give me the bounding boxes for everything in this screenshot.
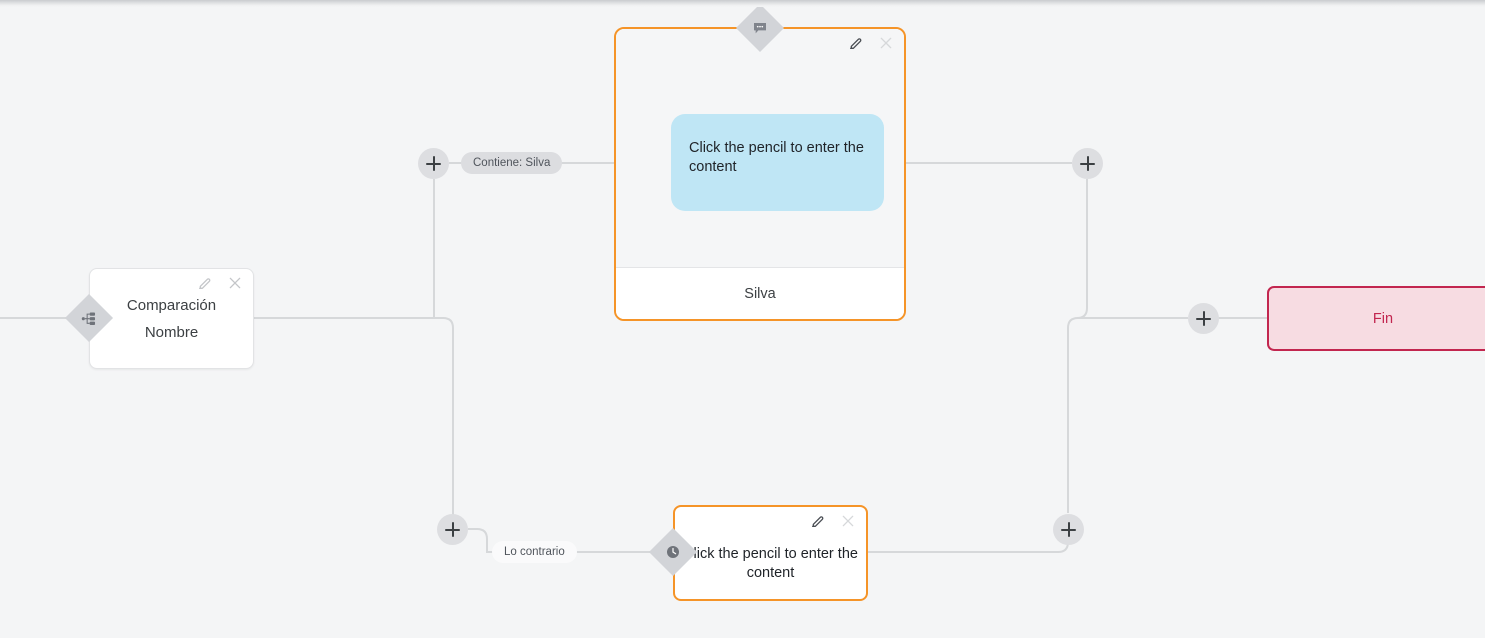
end-node[interactable]: Fin [1267,286,1485,351]
pencil-icon[interactable] [197,275,213,291]
add-node-true-branch-right[interactable] [1072,148,1103,179]
add-node-false-branch-left[interactable] [437,514,468,545]
branch-handle[interactable] [64,293,114,343]
edge-false-to-card [468,528,656,553]
message-node-primary[interactable]: Click the pencil to enter the content Si… [614,27,906,321]
edge-label-true[interactable]: Contiene: Silva [461,152,563,174]
edge-merge-top [1076,179,1188,319]
toolbar-shadow-strip [0,0,1485,7]
edge-false-down [442,317,454,529]
message-node-body: Click the pencil to enter the content [616,29,904,267]
edge-card2-out [868,541,1069,553]
close-icon[interactable] [878,35,894,51]
add-node-before-end[interactable] [1188,303,1219,334]
close-icon[interactable] [227,275,243,291]
message-node-secondary[interactable]: Click the pencil to enter the content [673,505,868,601]
message-handle-primary[interactable] [735,3,785,53]
add-node-false-branch-right[interactable] [1053,514,1084,545]
add-node-true-branch-left[interactable] [418,148,449,179]
pencil-icon[interactable] [848,35,864,51]
message-bubble: Click the pencil to enter the content [671,114,884,211]
comparison-node-actions[interactable] [197,275,243,291]
branch-icon [81,310,98,327]
pencil-icon[interactable] [810,513,826,529]
message-node-secondary-actions[interactable] [810,513,856,529]
message-node-footer: Silva [616,267,904,319]
chat-bubble-icon [752,20,768,36]
message-handle-secondary[interactable] [648,527,698,577]
message-node-primary-actions[interactable] [848,35,894,51]
message-node-secondary-text: Click the pencil to enter the content [683,546,858,581]
comparison-node-title: Comparación [126,296,217,314]
comparison-node[interactable]: Comparación Nombre [89,268,254,369]
clock-icon [665,544,681,560]
comparison-node-subtitle: Nombre [144,323,199,341]
edge-merge-bottom [1067,317,1188,513]
edge-label-false[interactable]: Lo contrario [492,541,577,563]
close-icon[interactable] [840,513,856,529]
